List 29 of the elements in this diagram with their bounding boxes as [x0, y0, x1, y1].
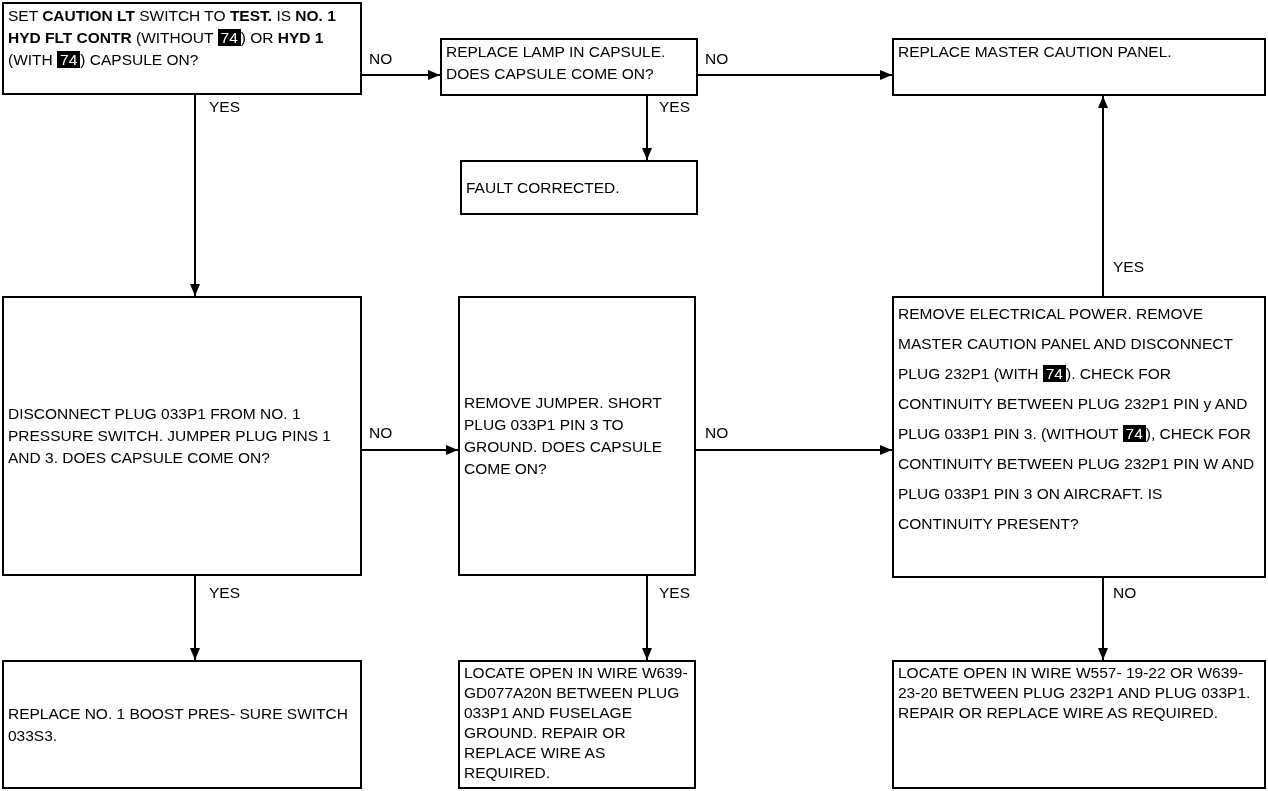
arrow: [361, 70, 441, 80]
box-text: FAULT CORRECTED.: [466, 177, 621, 198]
box-text: REPLACE LAMP IN CAPSULE. DOES CAPSULE COME ON?: [446, 42, 667, 84]
box-text: LOCATE OPEN IN WIRE W557- 19-22 OR W639-23-20 BETWEEN PLUG 232P1 AND PLUG 033P1. REPAIR OR REPLACE WIRE AS REQUIRED.: [898, 663, 1252, 723]
arrow: [697, 70, 893, 80]
arrow: [642, 95, 652, 161]
process-box: [440, 38, 698, 96]
arrow: [1098, 95, 1108, 297]
arrow: [642, 575, 652, 661]
process-box: [892, 38, 1266, 96]
box-text: REPLACE MASTER CAUTION PANEL.: [898, 42, 1173, 62]
process-box: [2, 296, 362, 576]
arrow: [190, 575, 200, 661]
process-box: [2, 2, 362, 95]
process-box: [2, 660, 362, 789]
box-text: DISCONNECT PLUG 033P1 FROM NO. 1 PRESSURE SWITCH. JUMPER PLUG PINS 1 AND 3. DOES CAPSULE COME ON?: [8, 404, 332, 468]
process-box: [460, 160, 698, 215]
box-text: LOCATE OPEN IN WIRE W639- GD077A20N BETWEEN PLUG 033P1 AND FUSELAGE GROUND. REPAIR OR REPLACE WIRE AS REQUIRED.: [464, 663, 689, 783]
process-box: [892, 660, 1266, 789]
arrow: [1098, 577, 1108, 661]
arrow: [190, 94, 200, 297]
arrow: [361, 445, 459, 455]
arrow: [695, 445, 893, 455]
process-box: [458, 296, 696, 576]
box-text: REPLACE NO. 1 BOOST PRES- SURE SWITCH 033S3.: [8, 703, 349, 746]
process-box: [892, 296, 1266, 578]
box-text: REMOVE JUMPER. SHORT PLUG 033P1 PIN 3 TO GROUND. DOES CAPSULE COME ON?: [464, 393, 664, 479]
box-text: REMOVE ELECTRICAL POWER. REMOVE MASTER CAUTION PANEL AND DISCONNECT PLUG 232P1 (WITH 74). CHECK FOR CONTINUITY BETWEEN PLUG 232P1 PIN y AND PLUG 033P1 PIN 3. (WITHOUT 74), CHECK FOR CONTINUITY BETWEEN PLUG 232P1 PIN W AND PLUG 033P1 PIN 3 ON AIRCRAFT. IS CONTINUITY PRESENT?: [898, 304, 1256, 534]
box-text: SET CAUTION LT SWITCH TO TEST. IS NO. 1 HYD FLT CONTR (WITHOUT 74) OR HYD 1 (WITH 74) CAPSULE ON?: [8, 6, 337, 70]
